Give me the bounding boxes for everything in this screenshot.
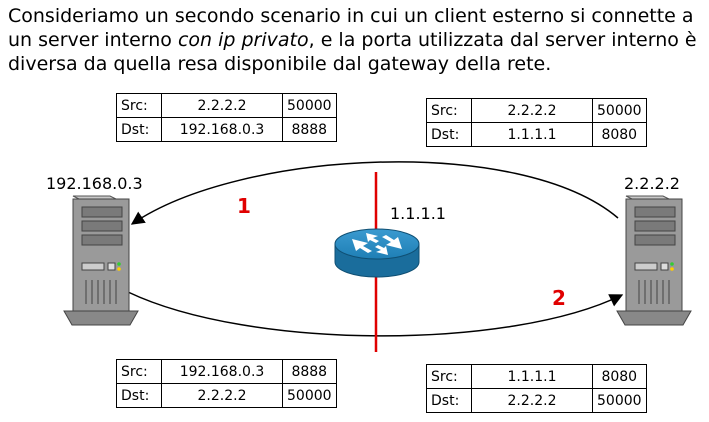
src-label: Src: <box>426 364 472 389</box>
intro-paragraph: Consideriamo un secondo scenario in cui … <box>8 4 708 76</box>
dst-label: Dst: <box>116 383 162 408</box>
src-label: Src: <box>426 98 472 123</box>
packet-table-top-right: Src: 2.2.2.2 50000 Dst: 1.1.1.1 8080 <box>426 98 647 147</box>
intro-emphasis: con ip privato <box>177 29 309 51</box>
packet-src-row: Src: 1.1.1.1 8080 <box>426 364 647 389</box>
dst-ip: 1.1.1.1 <box>471 122 593 147</box>
dst-label: Dst: <box>426 388 472 413</box>
packet-dst-row: Dst: 2.2.2.2 50000 <box>426 388 647 413</box>
right-host-ip: 2.2.2.2 <box>624 174 680 193</box>
dst-port: 8080 <box>592 122 647 147</box>
step-2-label: 2 <box>552 286 566 310</box>
src-port: 50000 <box>592 98 647 123</box>
src-port: 8080 <box>592 364 647 389</box>
dst-port: 50000 <box>592 388 647 413</box>
intro-text-end: , e la porta utilizzata dal server inter… <box>8 29 697 75</box>
router-ip: 1.1.1.1 <box>390 204 446 223</box>
server-left-icon <box>63 195 139 326</box>
packet-dst-row: Dst: 2.2.2.2 50000 <box>116 383 337 408</box>
connection-arrow-1 <box>130 161 619 225</box>
dst-ip: 192.168.0.3 <box>161 117 283 142</box>
dst-label: Dst: <box>116 117 162 142</box>
packet-table-bottom-left: Src: 192.168.0.3 8888 Dst: 2.2.2.2 50000 <box>116 359 337 408</box>
connection-arrow-2 <box>127 291 624 337</box>
src-label: Src: <box>116 93 162 118</box>
src-ip: 2.2.2.2 <box>471 98 593 123</box>
src-label: Src: <box>116 359 162 384</box>
src-port: 50000 <box>282 93 337 118</box>
packet-dst-row: Dst: 192.168.0.3 8888 <box>116 117 337 142</box>
src-port: 8888 <box>282 359 337 384</box>
packet-table-bottom-right: Src: 1.1.1.1 8080 Dst: 2.2.2.2 50000 <box>426 364 647 413</box>
packet-dst-row: Dst: 1.1.1.1 8080 <box>426 122 647 147</box>
packet-src-row: Src: 2.2.2.2 50000 <box>116 93 337 118</box>
packet-src-row: Src: 2.2.2.2 50000 <box>426 98 647 123</box>
dst-ip: 2.2.2.2 <box>471 388 593 413</box>
packet-table-top-left: Src: 2.2.2.2 50000 Dst: 192.168.0.3 8888 <box>116 93 337 142</box>
src-ip: 192.168.0.3 <box>161 359 283 384</box>
step-1-label: 1 <box>237 194 251 218</box>
left-host-ip: 192.168.0.3 <box>46 174 143 193</box>
dst-port: 50000 <box>282 383 337 408</box>
src-ip: 2.2.2.2 <box>161 93 283 118</box>
packet-src-row: Src: 192.168.0.3 8888 <box>116 359 337 384</box>
server-right-icon <box>616 195 692 326</box>
dst-port: 8888 <box>282 117 337 142</box>
router-icon <box>334 228 420 278</box>
dst-ip: 2.2.2.2 <box>161 383 283 408</box>
intro-text: Consideriamo un secondo scenario in cui … <box>8 5 694 51</box>
src-ip: 1.1.1.1 <box>471 364 593 389</box>
dst-label: Dst: <box>426 122 472 147</box>
